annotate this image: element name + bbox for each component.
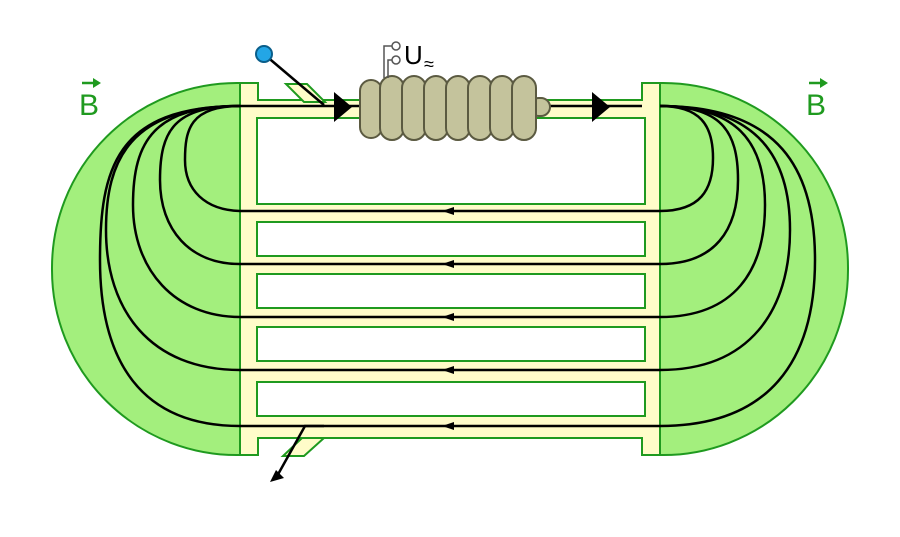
coil-winding	[379, 75, 405, 141]
flow-arrow-icon	[592, 92, 610, 122]
inlet-dot-icon	[255, 45, 273, 63]
left-field-region	[50, 81, 259, 457]
coil-winding	[511, 75, 537, 141]
field-line-outlet	[274, 424, 324, 479]
flow-arrow-icon	[442, 313, 454, 321]
channel-5	[256, 381, 646, 417]
right-field-region	[641, 81, 850, 457]
channel-3	[256, 273, 646, 309]
field-label-left-group: B	[79, 78, 101, 122]
coil-winding	[423, 75, 449, 141]
field-label-right-group: B	[806, 78, 828, 122]
flow-arrow-icon	[270, 470, 284, 482]
flow-arrow-icon	[442, 422, 454, 430]
coil-winding	[359, 79, 383, 139]
voltage-label: U	[404, 40, 423, 70]
terminal-icon	[383, 41, 401, 78]
field-line-loop-1	[183, 104, 715, 213]
flow-arrow-icon	[442, 207, 454, 215]
coil-winding	[445, 75, 471, 141]
field-line-bottom	[98, 104, 817, 428]
voltage-symbol: ≈	[424, 54, 434, 74]
channel-2	[256, 221, 646, 257]
outlet-pipe	[280, 437, 327, 457]
channel-4	[256, 326, 646, 362]
coil	[359, 75, 551, 141]
coil-winding	[467, 75, 493, 141]
flow-arrow-icon	[442, 366, 454, 374]
coil-winding	[401, 75, 427, 141]
coil-winding	[489, 75, 515, 141]
flow-arrows	[270, 92, 610, 482]
flow-arrow-icon	[334, 92, 352, 122]
field-label-left: B	[79, 89, 99, 122]
field-label-right: B	[806, 89, 826, 122]
flow-arrow-icon	[442, 260, 454, 268]
